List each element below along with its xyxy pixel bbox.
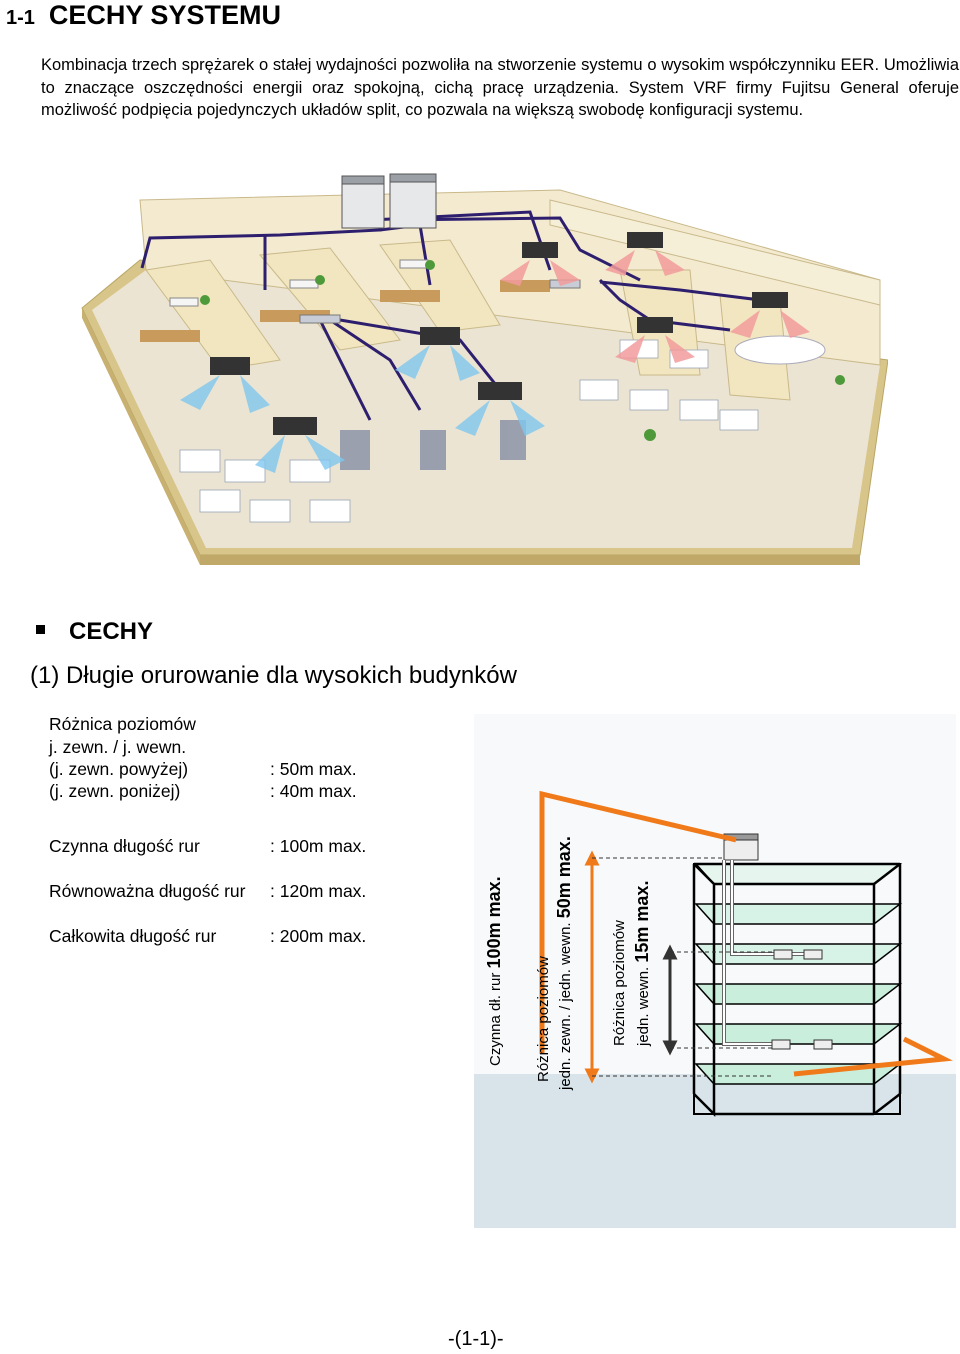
spec-equiv-value: : 120m max. (270, 881, 367, 901)
office-floor-illustration (81, 173, 888, 565)
spec-total-value: : 200m max. (270, 926, 367, 946)
outdoor-diff-label-line2: jedn. zewn. / jedn. wewn. 50m max. (554, 836, 574, 1091)
indoor-diff-label-line2: jedn. wewn. 15m max. (632, 881, 652, 1047)
intro-paragraph: Kombinacja trzech sprężarek o stałej wyd… (41, 56, 959, 119)
spec-equiv-label: Równoważna długość rur (49, 881, 246, 901)
features-heading: CECHY (36, 618, 153, 646)
page-number: -(1-1)- (448, 1328, 504, 1350)
outdoor-diff-label-line1: Różnica poziomów (535, 956, 552, 1082)
spec-above-value: : 50m max. (270, 759, 357, 779)
spec-above-label: (j. zewn. powyżej) (49, 759, 189, 779)
spec-active-value: : 100m max. (270, 836, 367, 856)
pipe-length-label: Czynna dł. rur 100m max. (484, 876, 504, 1066)
spec-below-value: : 40m max. (270, 781, 357, 801)
bullet-icon (36, 625, 45, 635)
section-number: 1-1 (6, 7, 35, 29)
spec-below-label: (j. zewn. poniżej) (49, 781, 181, 801)
building-height-diagram: Czynna dł. rur 100m max. Różnica poziomó… (474, 714, 956, 1228)
spec-level-diff-sub: j. zewn. / j. wewn. (49, 737, 187, 757)
spec-level-diff-label: Różnica poziomów (49, 714, 196, 734)
features-subtitle: (1) Długie orurowanie dla wysokich budyn… (30, 662, 517, 689)
section-heading: 1-1 CECHY SYSTEMU (6, 0, 281, 31)
indoor-diff-label-line1: Różnica poziomów (611, 920, 628, 1046)
spec-total-label: Całkowita długość rur (49, 926, 217, 946)
spec-active-label: Czynna długość rur (49, 836, 200, 856)
section-title: CECHY SYSTEMU (48, 0, 281, 30)
